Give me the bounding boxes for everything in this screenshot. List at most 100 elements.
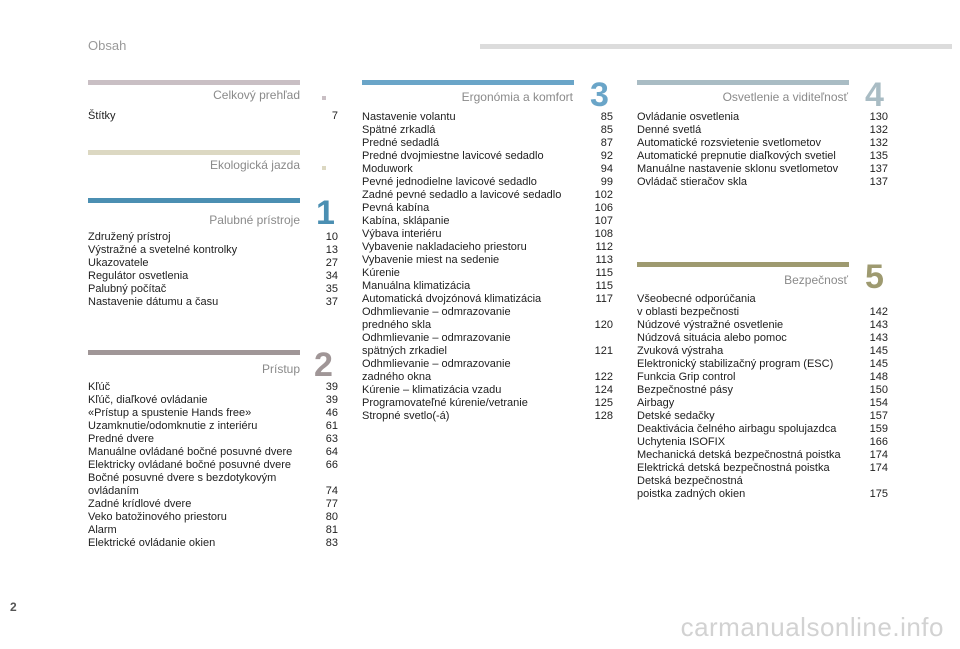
toc-entry[interactable]: Automatické prepnutie diaľkových svetiel… <box>637 150 888 163</box>
toc-entry-label: Detská bezpečnostná poistka zadných okie… <box>637 475 746 500</box>
toc-entry-page: 128 <box>594 410 613 422</box>
toc-entry-label: Bočné posuvné dvere s bezdotykovým ovlád… <box>88 472 277 497</box>
toc-entry-page: 175 <box>869 488 888 500</box>
toc-entry[interactable]: Odhmlievanie – odmrazovanie spätných zrk… <box>362 332 613 358</box>
toc-entry-label: Zadné krídlové dvere <box>88 498 192 510</box>
toc-entry-page: 174 <box>869 449 888 461</box>
toc-entry-page: 145 <box>869 358 888 370</box>
toc-entry-page: 145 <box>869 345 888 357</box>
toc-entry-page: 137 <box>869 163 888 175</box>
toc-entry[interactable]: Elektronický stabilizačný program (ESC)1… <box>637 358 888 371</box>
toc-entry-page: 143 <box>869 319 888 331</box>
toc-entry-page: 85 <box>600 111 613 123</box>
section-marker <box>322 166 326 170</box>
toc-entry-label: Núdzové výstražné osvetlenie <box>637 319 784 331</box>
toc-entry[interactable]: Automatická dvojzónová klimatizácia 117 <box>362 293 613 306</box>
toc-entry-label: Ovládanie osvetlenia <box>637 111 740 123</box>
toc-entry[interactable]: Zadné krídlové dvere 77 <box>88 498 338 511</box>
toc-entry[interactable]: Zvuková výstraha 145 <box>637 345 888 358</box>
section-title: Bezpečnosť <box>784 273 848 287</box>
toc-entry-label: Zvuková výstraha <box>637 345 724 357</box>
page-number: 2 <box>10 600 17 614</box>
toc-entry-page: 46 <box>325 407 338 419</box>
toc-entry[interactable]: Odhmlievanie – odmrazovanie zadného okna… <box>362 358 613 384</box>
toc-entry-page: 77 <box>325 498 338 510</box>
toc-entry-label: Zadné pevné sedadlo a lavicové sedadlo <box>362 189 562 201</box>
section-title: Palubné prístroje <box>209 213 300 227</box>
toc-entry-label: Nastavenie dátumu a času <box>88 296 219 308</box>
toc-entry-label: Moduwork <box>362 163 413 175</box>
toc-entry-page: 117 <box>595 293 613 305</box>
toc-entry[interactable]: Bočné posuvné dvere s bezdotykovým ovlád… <box>88 472 338 498</box>
toc-entry-label: Automatická dvojzónová klimatizácia <box>362 293 542 305</box>
toc-entry-label: Alarm <box>88 524 117 536</box>
section-title: Ekologická jazda <box>209 158 300 172</box>
toc-entry[interactable]: Detská bezpečnostná poistka zadných okie… <box>637 475 888 501</box>
toc-entry[interactable]: Núdzové výstražné osvetlenie 143 <box>637 319 888 332</box>
toc-entry-label: Odhmlievanie – odmrazovanie predného skl… <box>362 306 511 331</box>
toc-entry-page: 34 <box>325 270 338 282</box>
toc-entry[interactable]: «Prístup a spustenie Hands free»46 <box>88 407 338 420</box>
toc-entry[interactable]: Stropné svetlo(-á)128 <box>362 410 613 423</box>
section-title: Prístup <box>261 362 300 376</box>
toc-entry-page: 135 <box>869 150 888 162</box>
toc-entry[interactable]: Všeobecné odporúčania v oblasti bezpečno… <box>637 293 888 319</box>
section-bar <box>637 80 849 85</box>
section-ergonomia-a-komfort: 3 Ergonómia a komfort Nastavenie volantu… <box>362 78 613 468</box>
section-bar <box>362 80 574 85</box>
toc-entry-page: 154 <box>869 397 888 409</box>
header-bar <box>480 44 952 49</box>
entry-list: Všeobecné odporúčania v oblasti bezpečno… <box>637 293 888 501</box>
section-osvetlenie-a-viditelnost: 4 Osvetlenie a viditeľnosť Ovládanie osv… <box>637 78 888 208</box>
toc-entry-page: 115 <box>595 280 613 292</box>
toc-entry[interactable]: Odhmlievanie – odmrazovanie predného skl… <box>362 306 613 332</box>
section-title: Celkový prehľad <box>213 88 300 102</box>
